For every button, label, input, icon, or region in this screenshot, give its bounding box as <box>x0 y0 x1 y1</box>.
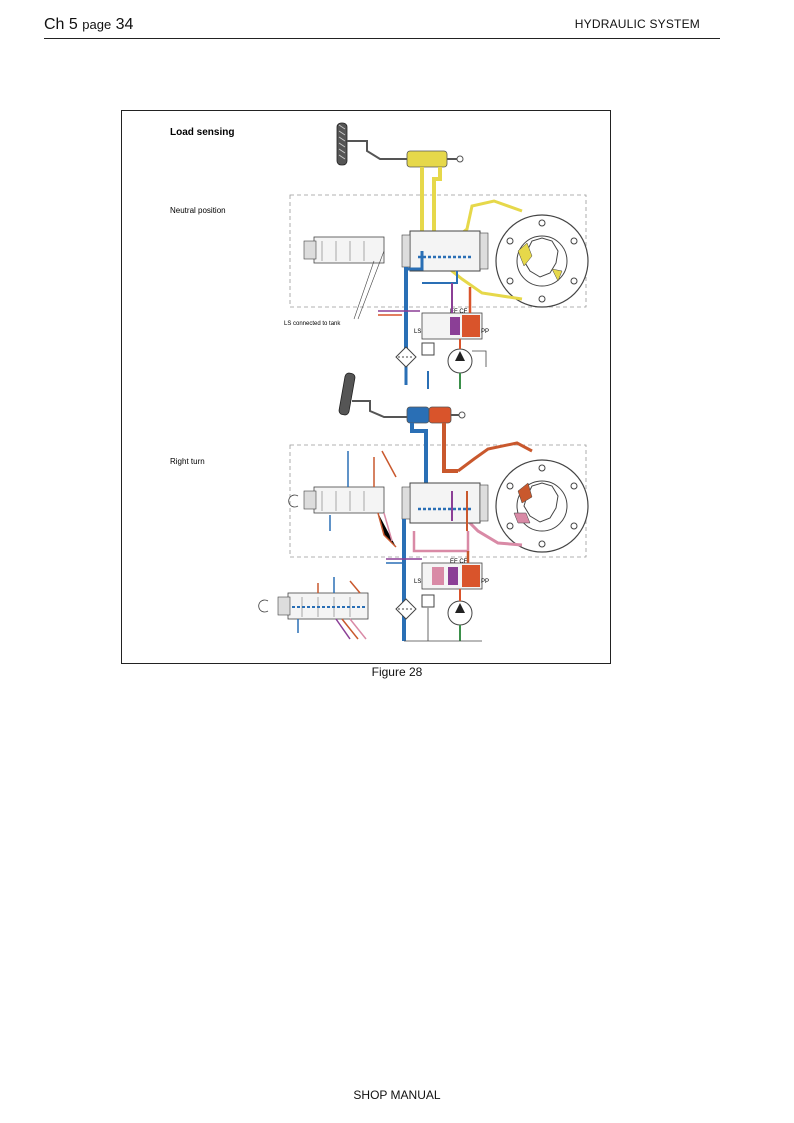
chapter-label: Ch 5 <box>44 16 78 33</box>
ls-port-label-2: LS <box>414 579 421 585</box>
chapter-page-label: Ch 5 page 34 <box>44 16 133 34</box>
ef-cf-port-label-2: EF CF <box>450 559 468 565</box>
page-header: Ch 5 page 34 HYDRAULIC SYSTEM <box>44 14 720 39</box>
ls-port-label: LS <box>414 329 421 335</box>
steering-wheel-icon-2 <box>338 372 407 418</box>
page-word: page <box>82 17 112 32</box>
control-valve-2 <box>409 482 481 524</box>
rotor-unit-2 <box>495 459 589 553</box>
figure-title: Load sensing <box>170 127 234 138</box>
figure-caption: Figure 28 <box>371 665 423 679</box>
hydraulic-diagram: Load sensing Neutral position LS connect… <box>170 122 589 642</box>
ls-tank-label: LS connected to tank <box>284 321 341 327</box>
page-footer: SHOP MANUAL <box>353 1088 441 1102</box>
neutral-diagram: EF CF LS PP <box>289 122 589 389</box>
rotation-arrow-icon <box>288 494 299 508</box>
steering-wheel-icon <box>336 122 407 166</box>
pp-port-label-2: PP <box>481 579 489 585</box>
section-title: HYDRAULIC SYSTEM <box>574 17 700 31</box>
rotor-unit <box>495 214 589 308</box>
steering-cylinder <box>406 150 448 168</box>
right-turn-diagram: EF CF LS PP <box>258 372 589 642</box>
hydraulic-diagram-figure: Load sensing Neutral position LS connect… <box>121 110 611 664</box>
pp-port-label: PP <box>481 329 489 335</box>
page-number: 34 <box>115 16 134 33</box>
neutral-position-label: Neutral position <box>170 206 226 215</box>
steering-cylinder-2 <box>406 406 430 424</box>
ef-cf-port-label: EF CF <box>450 309 468 315</box>
spool-detail <box>258 577 369 640</box>
right-turn-label: Right turn <box>170 457 205 466</box>
